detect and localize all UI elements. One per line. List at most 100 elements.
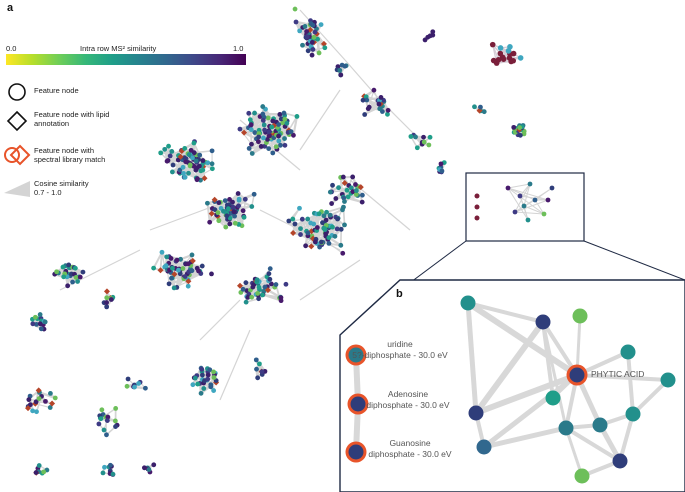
feature-node bbox=[312, 29, 318, 35]
nodes-layer bbox=[25, 6, 555, 477]
feature-node bbox=[60, 264, 66, 270]
lipid-node bbox=[201, 175, 208, 182]
feature-node bbox=[104, 295, 110, 301]
feature-node bbox=[232, 220, 238, 226]
feature-node bbox=[125, 376, 131, 382]
network-edge bbox=[267, 135, 280, 150]
feature-node bbox=[254, 277, 260, 283]
feature-node bbox=[439, 168, 445, 174]
feature-node bbox=[284, 120, 290, 126]
feature-node bbox=[280, 120, 286, 126]
feature-node bbox=[338, 226, 344, 232]
network-edge bbox=[253, 112, 265, 126]
feature-node bbox=[267, 133, 272, 139]
feature-node bbox=[340, 174, 346, 180]
feature-node bbox=[318, 239, 324, 245]
feature-node bbox=[193, 158, 199, 164]
zoom-edge bbox=[465, 302, 479, 414]
network-edge bbox=[507, 187, 529, 221]
feature-node bbox=[278, 295, 284, 301]
feature-node bbox=[408, 134, 414, 139]
feature-node bbox=[266, 129, 272, 135]
feature-node bbox=[77, 274, 83, 280]
feature-node bbox=[252, 130, 258, 135]
feature-node bbox=[104, 432, 109, 438]
feature-node bbox=[278, 116, 284, 122]
feature-node bbox=[474, 204, 480, 210]
network-edge bbox=[519, 183, 531, 197]
feature-node bbox=[33, 470, 39, 475]
feature-node bbox=[248, 127, 254, 133]
network-edge bbox=[523, 183, 531, 207]
network-edge bbox=[35, 403, 51, 409]
feature-node bbox=[98, 416, 104, 422]
network-edge bbox=[222, 211, 227, 228]
library-match-node bbox=[350, 396, 366, 412]
lipid-node bbox=[208, 210, 215, 217]
library-match-node bbox=[348, 444, 364, 460]
lipid-node bbox=[308, 243, 315, 250]
feature-node bbox=[304, 34, 310, 40]
feature-node bbox=[205, 200, 210, 206]
feature-node bbox=[330, 182, 335, 188]
feature-node bbox=[281, 110, 287, 116]
feature-node bbox=[34, 409, 39, 415]
feature-node bbox=[52, 395, 58, 401]
feature-node bbox=[113, 424, 118, 429]
feature-node bbox=[26, 397, 32, 403]
feature-node bbox=[256, 284, 262, 290]
feature-node bbox=[209, 271, 214, 277]
feature-node bbox=[191, 163, 197, 169]
feature-node bbox=[159, 249, 165, 255]
feature-node bbox=[110, 471, 116, 477]
feature-node bbox=[37, 321, 43, 327]
legend-label-lipid: Feature node with lipid annotation bbox=[34, 110, 110, 128]
lipid-node bbox=[241, 129, 248, 136]
network-edge bbox=[239, 128, 252, 145]
network-edge bbox=[523, 205, 545, 215]
feature-node bbox=[359, 199, 365, 205]
feature-node bbox=[426, 142, 432, 148]
network-edge bbox=[152, 251, 163, 269]
feature-node bbox=[345, 194, 351, 200]
feature-node bbox=[321, 226, 327, 231]
feature-node bbox=[311, 34, 317, 40]
library-match-node bbox=[569, 367, 585, 383]
feature-node bbox=[430, 29, 436, 35]
feature-node bbox=[527, 181, 533, 187]
feature-node bbox=[101, 427, 107, 433]
feature-node bbox=[495, 57, 502, 63]
feature-node bbox=[253, 357, 259, 363]
feature-node bbox=[309, 52, 315, 58]
lipid-node bbox=[103, 288, 110, 295]
feature-node bbox=[199, 263, 205, 269]
feature-node bbox=[260, 117, 266, 123]
feature-node bbox=[168, 256, 174, 261]
network-edge bbox=[534, 199, 545, 215]
lipid-node bbox=[341, 179, 348, 186]
feature-node bbox=[162, 146, 168, 152]
feature-node bbox=[191, 150, 197, 156]
feature-node bbox=[146, 467, 152, 472]
feature-node bbox=[80, 269, 86, 275]
feature-node bbox=[199, 366, 205, 372]
feature-node bbox=[478, 104, 483, 110]
feature-node bbox=[260, 111, 266, 117]
network-edge bbox=[514, 199, 549, 213]
feature-node bbox=[207, 367, 213, 373]
feature-node bbox=[262, 143, 268, 149]
network-edge bbox=[295, 20, 311, 27]
feature-node bbox=[163, 263, 169, 269]
feature-node bbox=[30, 321, 36, 327]
feature-node bbox=[532, 197, 538, 203]
feature-node bbox=[99, 407, 105, 413]
feature-node bbox=[511, 124, 517, 130]
feature-node bbox=[105, 414, 111, 420]
feature-node bbox=[521, 203, 527, 209]
label-uridine-line2: 5?-diphosphate - 30.0 eV bbox=[352, 350, 448, 360]
feature-node bbox=[227, 221, 233, 227]
feature-node bbox=[235, 191, 241, 196]
feature-node bbox=[260, 104, 266, 109]
feature-node bbox=[525, 217, 531, 223]
feature-node bbox=[191, 140, 197, 146]
